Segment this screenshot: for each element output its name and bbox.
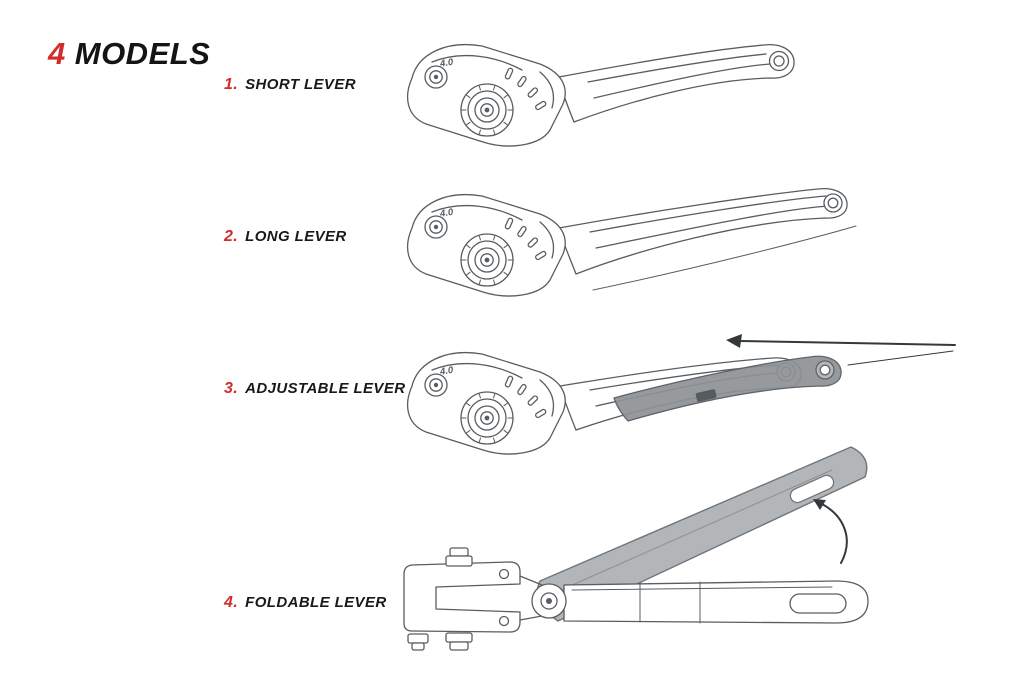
- clamp-bolt-bottom-hex: [445, 632, 473, 643]
- clamp-bolt-bottom2-hex: [407, 633, 429, 644]
- lever-base-slot: [789, 593, 847, 614]
- model-label-long-lever: 2. LONG LEVER: [224, 228, 347, 246]
- blade-end-hole: [823, 193, 843, 213]
- pivot-center: [546, 598, 552, 604]
- model-number: 4.: [224, 594, 239, 611]
- blade-end-hole: [768, 50, 790, 72]
- lever-blade: [558, 44, 795, 123]
- clamp-hole: [498, 615, 510, 627]
- clamp-link-line: [519, 575, 543, 621]
- model-number: 3.: [224, 380, 239, 397]
- folded-blade-edge: [551, 469, 833, 595]
- lever-base-line: [571, 586, 833, 591]
- model-label-foldable-lever: 4. FOLDABLE LEVER: [224, 594, 387, 612]
- blade-groove: [593, 63, 771, 99]
- model-name: FOLDABLE LEVER: [245, 594, 387, 611]
- arrow-shaft: [739, 340, 956, 346]
- lever-blade: [558, 187, 848, 275]
- ghost-blade-insert: [695, 389, 717, 402]
- adjustable-lever-illustration: [406, 334, 956, 455]
- adjusted-lever-ghost: [613, 355, 842, 422]
- clamp-bracket: [403, 547, 543, 651]
- model-label-adjustable-lever: 3. ADJUSTABLE LEVER: [224, 380, 405, 398]
- model-number: 1.: [224, 76, 239, 93]
- pivot-bolt: [531, 583, 567, 619]
- ghost-blade: [613, 355, 842, 422]
- lever-pivot-assembly: [406, 351, 566, 455]
- pivot-socket: [540, 592, 558, 610]
- blade-edge-line: [592, 225, 857, 291]
- blade-groove: [589, 195, 827, 233]
- adjust-direction-arrow: [726, 334, 956, 366]
- model-name: SHORT LEVER: [245, 76, 356, 93]
- guide-line: [847, 350, 954, 366]
- long-lever-illustration: [406, 187, 857, 297]
- title-word: MODELS: [74, 36, 211, 71]
- fold-direction-arrow: [813, 499, 848, 564]
- title-number: 4: [48, 36, 66, 71]
- model-name: LONG LEVER: [245, 228, 347, 245]
- clamp-hole: [498, 568, 510, 580]
- blade-end-hole-inner: [773, 55, 785, 67]
- lever-pivot-assembly: [406, 193, 566, 297]
- clamp-bolt-bottom: [449, 641, 469, 651]
- arrow-head: [813, 499, 826, 510]
- lever-base: [563, 580, 869, 624]
- lever-base-tick: [639, 581, 701, 624]
- blade-groove: [595, 205, 831, 249]
- arrow-arc: [821, 503, 848, 564]
- clamp-bolt-top: [449, 547, 469, 557]
- model-name: ADJUSTABLE LEVER: [245, 380, 406, 397]
- blade-groove: [587, 53, 767, 83]
- model-number: 2.: [224, 228, 239, 245]
- foldable-lever-illustration: [403, 446, 869, 651]
- model-label-short-lever: 1. SHORT LEVER: [224, 76, 356, 94]
- arrow-head: [726, 334, 742, 348]
- ghost-end-hole-inner: [819, 364, 831, 376]
- clamp-outline: [403, 561, 521, 633]
- lever-pivot-assembly: [406, 43, 566, 147]
- clamp-bolt-top-hex: [445, 555, 473, 567]
- blade-end-hole-inner: [827, 197, 839, 209]
- folded-blade-slot: [789, 474, 835, 504]
- short-lever-illustration: [406, 43, 795, 147]
- clamp-bolt-bottom2: [411, 642, 425, 651]
